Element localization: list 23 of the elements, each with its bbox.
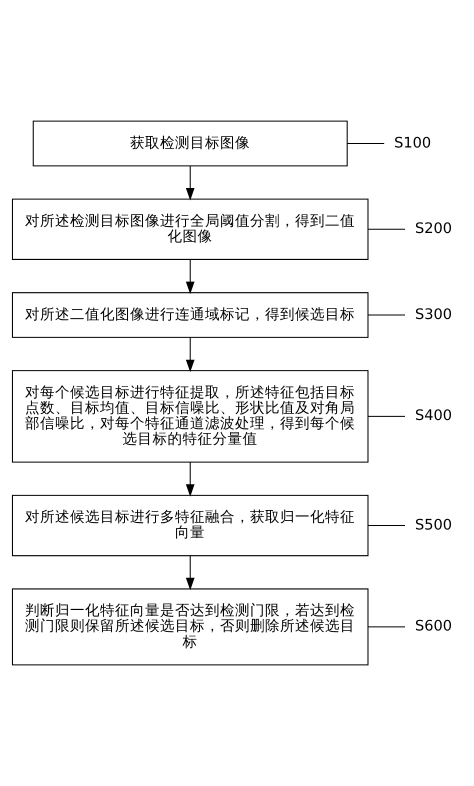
connector — [368, 525, 405, 526]
node-text: S100 — [394, 134, 432, 152]
node-box: 获取检测目标图像 — [32, 120, 348, 166]
node-box: 对所述二值化图像进行连通域标记，得到候选目标 — [12, 292, 368, 338]
arrow — [186, 338, 195, 372]
arrow — [186, 556, 195, 590]
node-text: S400 — [414, 407, 452, 424]
connector — [368, 626, 405, 628]
connector — [368, 416, 405, 417]
node-text: S500 — [414, 516, 452, 534]
node-box: 判断归一化特征向量是否达到检测门限，若达到检测门限则保留所述候选目标，否则删除所述候选目标 — [12, 588, 368, 666]
arrow — [186, 166, 195, 200]
connector — [348, 142, 384, 144]
node-box: 对所述候选目标进行多特征融合，获取归一化特征向量 — [12, 494, 368, 556]
node-box: 对所述检测目标图像进行全局阈值分割，得到二值化图像 — [12, 198, 368, 260]
connector — [368, 228, 405, 230]
connector — [368, 314, 405, 316]
node-text: S600 — [414, 618, 452, 635]
node-text: S200 — [414, 220, 452, 238]
arrow — [186, 260, 195, 294]
node-text: S300 — [414, 306, 452, 323]
node-box: 对每个候选目标进行特征提取，所述特征包括目标点数、目标均值、目标信噪比、形状比值及对角局部信噪比，对每个特征通道滤波处理，得到每个候选目标的特征分量值 — [12, 370, 368, 463]
arrow — [186, 462, 195, 497]
